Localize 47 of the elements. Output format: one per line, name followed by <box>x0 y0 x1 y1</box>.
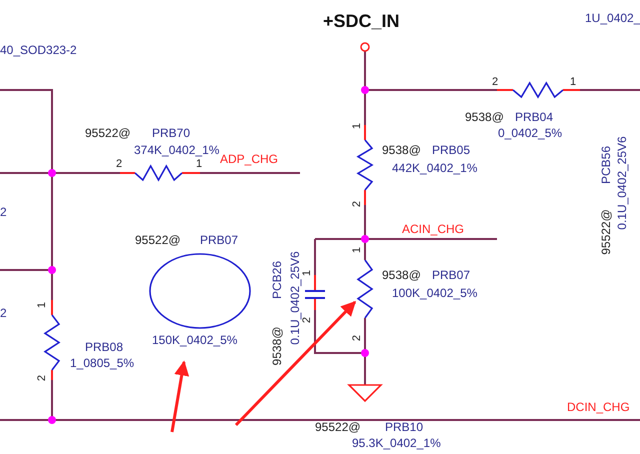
part-label: PRB08 <box>85 340 124 354</box>
part-label: 0.1U_0402_25V6 <box>615 136 629 230</box>
part-label: 0.1U_0402_25V6 <box>288 251 302 345</box>
part-label: 2 <box>0 205 7 219</box>
pin-number: 2 <box>35 374 49 382</box>
variant-label: 95522@ <box>315 420 361 434</box>
part-label: PRB05 <box>432 143 470 157</box>
net-label: ACIN_CHG <box>402 222 464 236</box>
part-label: 0_0402_5% <box>498 126 562 140</box>
part-label: PCB56 <box>599 146 613 184</box>
part-label: PRB07 <box>432 268 470 282</box>
pin-number: 2 <box>350 200 364 208</box>
part-label: 95.3K_0402_1% <box>352 436 441 450</box>
pin-number: 2 <box>116 157 122 171</box>
part-label: PRB70 <box>152 126 190 140</box>
variant-label: 9538@ <box>382 268 421 282</box>
pin-number: 1 <box>301 270 314 276</box>
power-net-label: +SDC_IN <box>323 14 400 28</box>
part-label: 442K_0402_1% <box>392 161 478 175</box>
pin-number: 1 <box>196 157 202 171</box>
part-label: PCB26 <box>270 260 284 300</box>
part-label: 374K_0402_1% <box>134 143 220 157</box>
variant-label: 95522@ <box>599 209 613 255</box>
part-label: PRB04 <box>515 110 554 124</box>
part-label: 2 <box>0 306 7 320</box>
variant-label: 9538@ <box>465 110 504 124</box>
arrow <box>234 300 356 426</box>
pin-number: 1 <box>35 302 49 308</box>
variant-label: 95522@ <box>85 126 131 140</box>
part-label: PRB10 <box>385 420 424 434</box>
variant-label: 95522@ <box>135 233 181 247</box>
part-label: 40_SOD323-2 <box>0 43 77 57</box>
part-label: 100K_0402_5% <box>392 286 478 300</box>
arrow <box>170 360 190 432</box>
part-label: 1_0805_5% <box>70 356 134 370</box>
net-label: ADP_CHG <box>220 152 278 166</box>
net-label: DCIN_CHG <box>567 400 630 414</box>
pin-number: 2 <box>301 316 314 324</box>
pin-number: 1 <box>350 122 364 130</box>
pin-number: 2 <box>492 75 498 89</box>
part-label: PRB07 <box>200 233 238 247</box>
pin-number: 1 <box>570 75 576 89</box>
pin-number: 2 <box>350 334 364 342</box>
pin-number: 1 <box>350 246 364 254</box>
part-label: 150K_0402_5% <box>152 333 238 347</box>
variant-label: 9538@ <box>382 143 421 157</box>
variant-label: 9538@ <box>270 326 284 366</box>
